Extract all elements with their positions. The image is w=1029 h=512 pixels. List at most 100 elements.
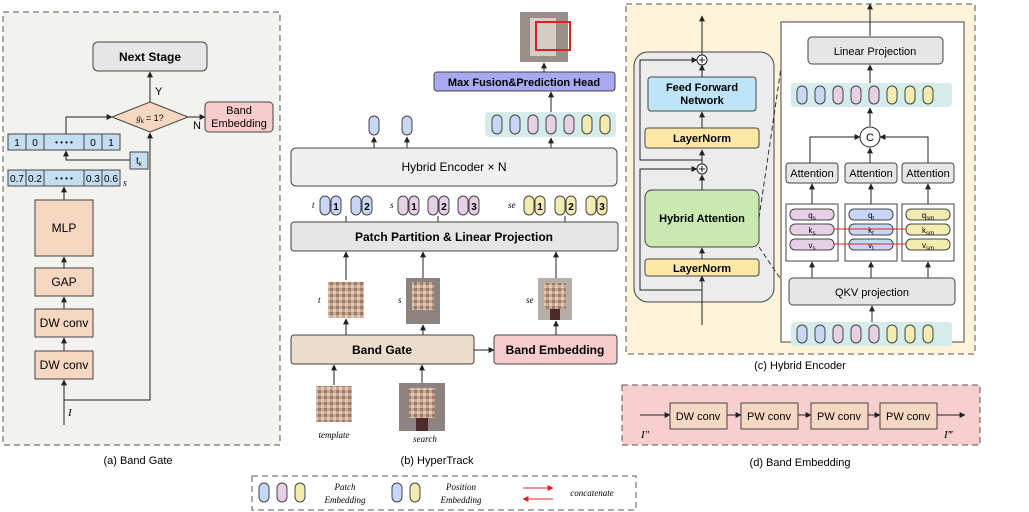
caption-a: (a) Band Gate — [103, 455, 172, 467]
template-output-token — [401, 115, 413, 136]
qkv-projection-label: QKV projection — [835, 287, 909, 299]
patch-partition-label: Patch Partition & Linear Projection — [355, 230, 553, 244]
legend-position-line2: Embedding — [440, 495, 482, 505]
k-t-label: kt — [868, 226, 874, 237]
token — [922, 85, 934, 105]
t-image-label: t — [318, 295, 321, 305]
token — [868, 85, 880, 105]
token — [814, 324, 826, 344]
embed-pwconv-label-3: PW conv — [886, 411, 931, 423]
t-image — [328, 282, 364, 318]
token — [581, 114, 593, 135]
decision-label: gk= 1? — [136, 113, 163, 125]
embed-pwconv-label-1: PW conv — [747, 411, 792, 423]
score-cell — [101, 169, 121, 187]
patch-token — [554, 195, 566, 216]
attention-box-2 — [844, 162, 898, 184]
score-value: 0.6 — [104, 174, 118, 185]
patch-token — [457, 195, 469, 216]
template-output-token — [368, 115, 380, 136]
score-value: 0.3 — [86, 174, 100, 185]
next-stage-box — [92, 41, 208, 72]
token — [832, 324, 844, 344]
patch-token — [319, 195, 331, 216]
token-number: 1 — [411, 202, 417, 213]
embed-pwconv-label-2: PW conv — [817, 411, 862, 423]
dwconv-label-1: DW conv — [40, 316, 89, 330]
token — [850, 85, 862, 105]
band-embedding-box — [493, 334, 618, 365]
qkv-projection-box — [788, 277, 956, 306]
patch-token — [523, 195, 535, 216]
s-group-label: s — [390, 200, 394, 210]
caption-d: (d) Band Embedding — [750, 457, 851, 469]
legend: Patch Embedding Position Embedding conca… — [251, 475, 637, 511]
legend-position-token-blue — [391, 482, 403, 503]
hybrid-attention-label: Hybrid Attention — [659, 213, 745, 225]
residual-1-arrow — [639, 166, 702, 291]
patch-partition-box — [290, 221, 619, 252]
token — [599, 114, 611, 135]
legend-patch-line2: Embedding — [324, 495, 366, 505]
embed-dwconv-label: DW conv — [676, 411, 721, 423]
position-token — [596, 195, 608, 216]
attn1-to-concat-arrow — [809, 134, 861, 163]
position-token — [565, 195, 577, 216]
position-token — [361, 195, 373, 216]
band-embedding-label: Band Embedding — [506, 343, 605, 357]
q-t-label: qt — [868, 211, 874, 222]
mask-value: 1 — [108, 138, 114, 149]
next-stage-label: Next Stage — [119, 50, 181, 64]
q-sm-token — [905, 208, 951, 221]
panel-hypertrack: Max Fusion&Prediction Head Hybrid Encode… — [290, 12, 619, 467]
token — [886, 324, 898, 344]
hybrid-encoder-box — [290, 147, 618, 187]
no-label: N — [193, 120, 201, 132]
token — [886, 85, 898, 105]
v-sm-label: vsm — [922, 241, 934, 252]
template-image — [316, 386, 352, 422]
mask-cell — [101, 133, 121, 151]
band-embedding-box-a — [204, 101, 274, 133]
token-number: 1 — [333, 202, 339, 213]
token — [904, 324, 916, 344]
patch-token — [350, 195, 362, 216]
embed-output-label: I‴ — [943, 429, 954, 441]
token — [868, 324, 880, 344]
token — [563, 114, 575, 135]
token — [922, 324, 934, 344]
embed-pwconv-box-2 — [810, 402, 869, 430]
caption-b: (b) HyperTrack — [401, 455, 474, 467]
linear-projection-box — [807, 36, 944, 65]
attention-label-1: Attention — [790, 168, 833, 180]
decision-diamond — [110, 101, 190, 133]
q-s-token — [789, 208, 835, 221]
attention-label-2: Attention — [849, 168, 892, 180]
binary-mask-row: 1 0 • • • • 0 1 — [7, 133, 121, 151]
s-image-object — [412, 282, 434, 310]
q-t-token — [848, 208, 894, 221]
attention-input-tokens — [796, 324, 934, 344]
output-image — [520, 12, 571, 62]
v-t-label: vt — [868, 241, 874, 252]
input-tokens: t 1 2 s 1 2 3 se 1 2 3 — [312, 195, 608, 216]
dwconv-label-2: DW conv — [40, 358, 89, 372]
token-number: 2 — [441, 202, 447, 213]
band-embedding-a-line1: Band — [226, 105, 252, 117]
gap-label: GAP — [51, 275, 76, 289]
token — [545, 114, 557, 135]
yes-label: Y — [155, 86, 163, 98]
mask-value: 1 — [14, 138, 20, 149]
concat-label: C — [866, 132, 874, 144]
legend-frame — [251, 475, 637, 511]
layernorm-top-label: LayerNorm — [673, 133, 731, 145]
legend-patch-line1: Patch — [334, 482, 356, 492]
mask-value: 0 — [90, 138, 96, 149]
band-embedding-a-line2: Embedding — [211, 118, 267, 130]
residual-2-arrow — [639, 57, 702, 161]
legend-position-line1: Position — [445, 482, 477, 492]
token — [491, 114, 503, 135]
legend-patch-token-yellow — [294, 482, 306, 503]
